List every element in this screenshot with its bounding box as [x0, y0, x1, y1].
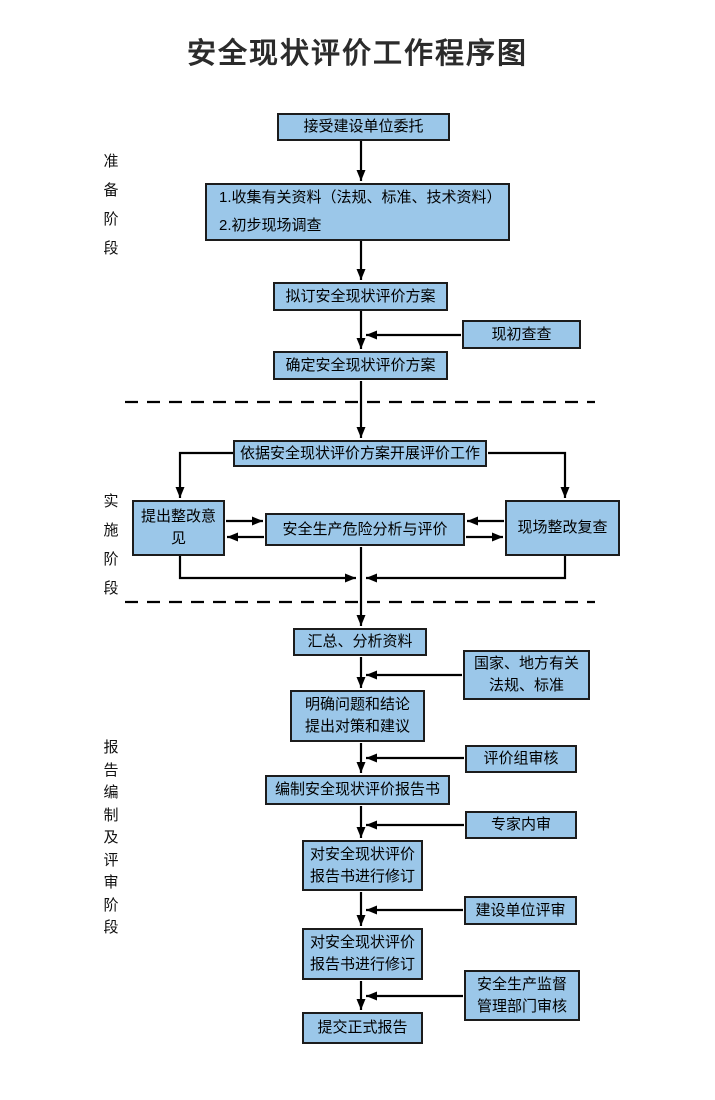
diagram-title: 安全现状评价工作程序图 [186, 38, 528, 70]
node-draft-plan: 拟订安全现状评价方案 [273, 282, 448, 311]
phase-label-reporting: 报 告 编 制 及 评 审 阶 段 [103, 739, 119, 936]
node-site-recheck: 现场整改复查 [505, 500, 620, 556]
node-construction-unit-review: 建设单位评审 [464, 896, 577, 925]
node-rectification-suggestions: 提出整改意见 [132, 500, 225, 556]
node-risk-analysis: 安全生产危险分析与评价 [265, 513, 465, 546]
node-revise-report-1: 对安全现状评价 报告书进行修订 [302, 840, 423, 891]
node-confirm-plan: 确定安全现状评价方案 [273, 351, 448, 380]
node-submit-final-report: 提交正式报告 [302, 1012, 423, 1044]
node-carry-out-evaluation: 依据安全现状评价方案开展评价工作 [233, 440, 487, 467]
phase-label-preparation: 准 备 阶 段 [103, 153, 119, 257]
node-accept-entrustment: 接受建设单位委托 [277, 113, 450, 141]
node-revise-report-2: 对安全现状评价 报告书进行修订 [302, 928, 423, 980]
node-initial-survey: 现初查查 [462, 320, 581, 349]
node-laws-standards: 国家、地方有关 法规、标准 [463, 650, 590, 700]
node-expert-internal-review: 专家内审 [465, 811, 577, 839]
node-compile-report: 编制安全现状评价报告书 [265, 775, 450, 805]
node-problems-conclusions: 明确问题和结论 提出对策和建议 [290, 690, 425, 742]
node-summarize-data: 汇总、分析资料 [293, 628, 427, 656]
node-supervision-department-review: 安全生产监督 管理部门审核 [464, 970, 580, 1021]
node-collect-materials: 1.收集有关资料（法规、标准、技术资料） 2.初步现场调查 [205, 183, 510, 241]
node-evaluation-team-review: 评价组审核 [465, 745, 577, 773]
phase-label-implementation: 实 施 阶 段 [103, 493, 119, 597]
